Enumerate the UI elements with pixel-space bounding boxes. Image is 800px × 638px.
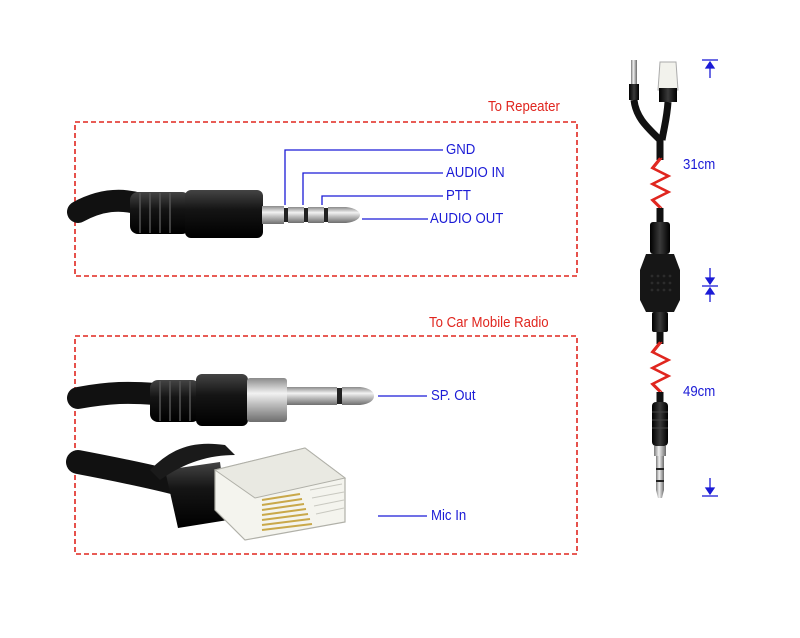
pin-label-ptt: PTT — [446, 187, 471, 204]
mobile-section-title: To Car Mobile Radio — [429, 314, 549, 331]
pin-label-gnd: GND — [446, 141, 476, 158]
repeater-section-title: To Repeater — [488, 98, 560, 115]
repeater-leader-lines — [284, 149, 443, 220]
mobile-frame — [74, 335, 578, 555]
length-label-upper: 31cm — [683, 156, 716, 173]
length-label-lower: 49cm — [683, 383, 716, 400]
pin-label-audio-in: AUDIO IN — [446, 164, 505, 181]
pin-label-mic-in: Mic In — [431, 507, 467, 524]
pin-label-audio-out: AUDIO OUT — [430, 210, 504, 227]
mono-plug-illustration — [67, 374, 374, 426]
cable-assembly-illustration — [629, 60, 680, 498]
trrs-plug-illustration — [67, 189, 360, 238]
pin-label-sp-out: SP. Out — [431, 387, 476, 404]
repeater-frame — [74, 121, 578, 277]
dimension-arrows — [702, 59, 718, 497]
rj45-plug-illustration — [66, 443, 347, 541]
